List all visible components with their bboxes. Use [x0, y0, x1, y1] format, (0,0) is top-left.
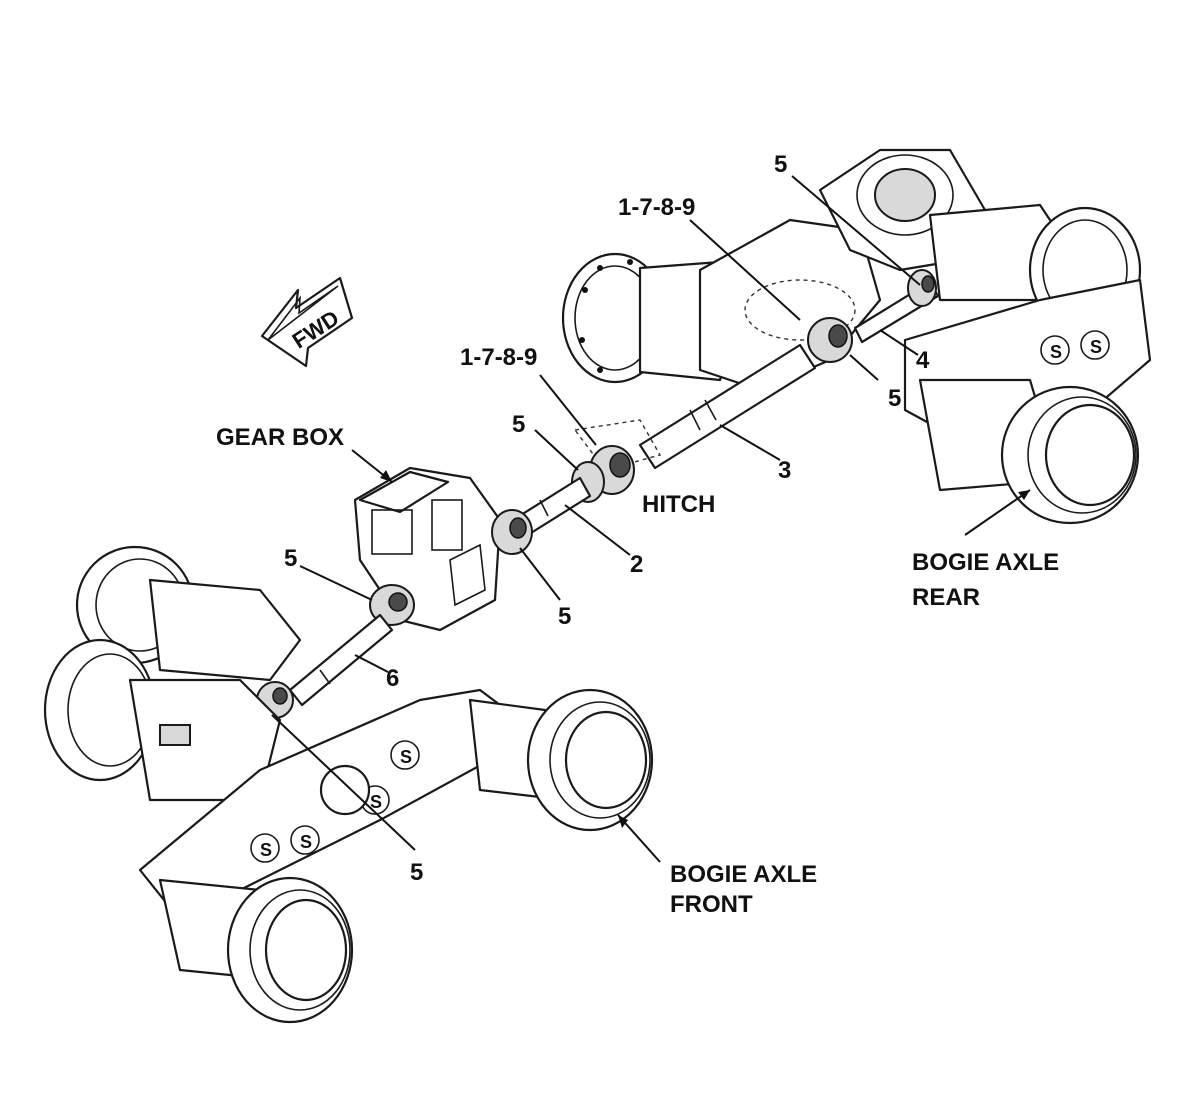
rear-ujoint-upper — [907, 269, 937, 307]
svg-text:S: S — [370, 792, 382, 812]
svg-text:S: S — [300, 832, 312, 852]
callout-4: 4 — [916, 347, 930, 374]
svg-text:S: S — [1050, 342, 1062, 362]
shaft-6 — [256, 613, 394, 719]
bogie-rear-label-line2: REAR — [912, 584, 980, 611]
callout-6: 6 — [386, 665, 399, 692]
rear-ujoint-lower — [807, 317, 853, 363]
bogie-front-label-line1: BOGIE AXLE — [670, 861, 817, 888]
svg-text:S: S — [400, 747, 412, 767]
callout-5-front: 5 — [410, 859, 423, 886]
bogie-axle-front: S S S S — [43, 545, 654, 1024]
callouts: 5 1-7-8-9 1-7-8-9 4 5 3 5 2 5 5 6 5 GEAR… — [216, 151, 1059, 918]
gearbox-ujoint-right — [491, 509, 533, 555]
gear-box — [353, 466, 533, 632]
callout-5-top: 5 — [774, 151, 787, 178]
bogie-front-label-line2: FRONT — [670, 891, 753, 918]
callout-5-gearbox-left: 5 — [284, 545, 297, 572]
callout-1789-rear: 1-7-8-9 — [618, 194, 695, 221]
callout-1789-hitch: 1-7-8-9 — [460, 344, 537, 371]
hitch-label: HITCH — [642, 491, 715, 518]
callout-5-hitch: 5 — [512, 411, 525, 438]
leader-lines — [271, 175, 1031, 863]
callout-5-rear-lower: 5 — [888, 385, 901, 412]
bogie-rear-label-line1: BOGIE AXLE — [912, 549, 1059, 576]
callout-5-gearbox-right: 5 — [558, 603, 571, 630]
gear-box-label: GEAR BOX — [216, 424, 344, 451]
callout-3: 3 — [778, 457, 791, 484]
rear-driveshafts — [638, 269, 940, 470]
callout-2: 2 — [630, 551, 643, 578]
svg-text:S: S — [260, 840, 272, 860]
svg-text:S: S — [1090, 337, 1102, 357]
fwd-arrow: FWD — [260, 276, 354, 368]
